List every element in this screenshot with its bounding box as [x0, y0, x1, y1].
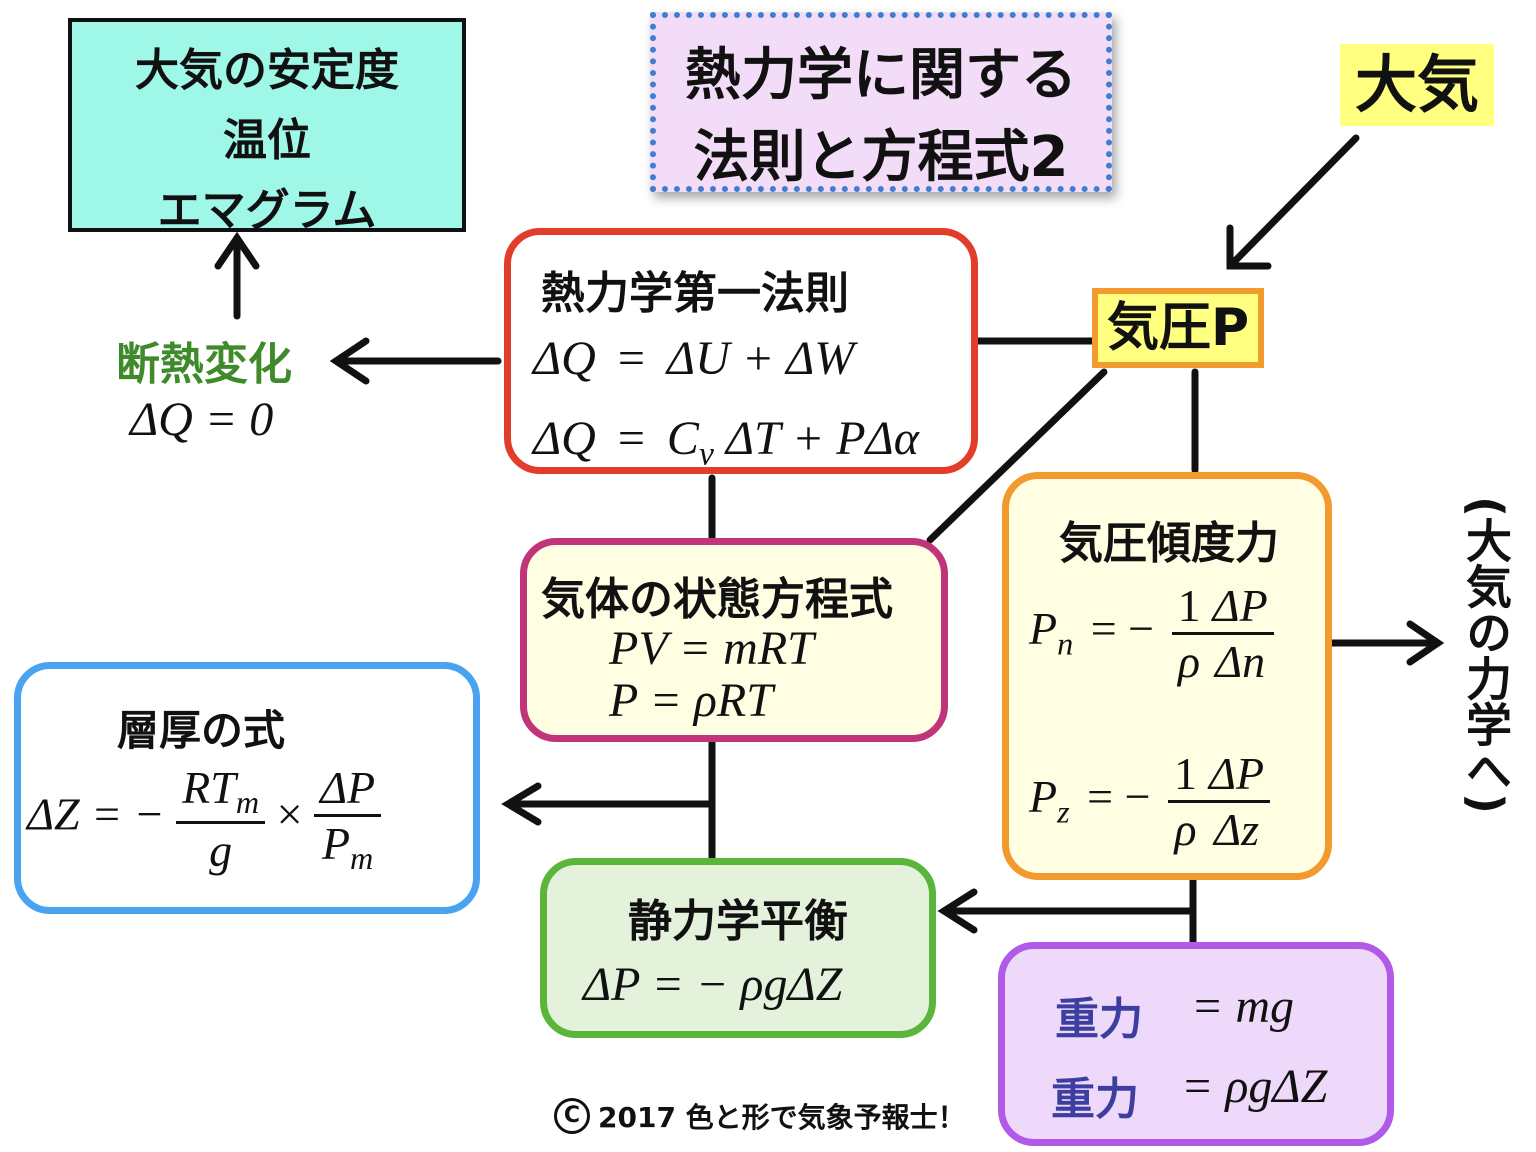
- gravity-row2-label: 重力: [1051, 1074, 1139, 1125]
- thickness-f2-den-sub: m: [350, 840, 374, 877]
- first-law-eq2-rhs: ΔT + PΔα: [725, 412, 919, 465]
- hydrostatic-title: 静力学平衡: [628, 896, 848, 947]
- atmosphere-arrow-head: [1226, 224, 1272, 270]
- thickness-f2-den-wrap: Pm: [314, 814, 382, 877]
- pgf-eq2-frac2: ΔP Δz: [1203, 747, 1271, 856]
- first-law-eq1-eq: =: [617, 332, 645, 385]
- thickness-f1-num: RT: [182, 762, 236, 813]
- title-line1: 熱力学に関する: [685, 43, 1077, 108]
- pgf-eq2-lhs-sub: z: [1057, 793, 1070, 830]
- pressure-gaslaw-line: [926, 368, 1108, 544]
- pgf-eq1: Pn = − 1 ρ ΔP Δn: [1029, 579, 1274, 688]
- first-law-eq2-c: C: [666, 412, 699, 465]
- to-adiabatic-head: [329, 337, 370, 385]
- stability-box: 大気の安定度 温位 エマグラム: [68, 18, 466, 236]
- pgf-eq1-lhs: P: [1029, 603, 1058, 655]
- atmosphere-label: 大気: [1340, 44, 1494, 126]
- hydrostatic-box: 静力学平衡 ΔP = − ρgΔZ: [540, 858, 936, 1038]
- adiabatic-eq: ΔQ = 0: [130, 393, 274, 446]
- title-box: 熱力学に関する 法則と方程式2: [650, 12, 1112, 192]
- pgf-eq2-lhs: P: [1029, 771, 1058, 823]
- thickness-f1-den: g: [176, 821, 266, 877]
- pgf-eq1-f2-den: Δn: [1206, 632, 1274, 688]
- pgf-eq1-lhs-sub: n: [1057, 625, 1074, 662]
- thickness-eq: ΔZ = − RTm g × ΔP Pm: [27, 761, 382, 877]
- pgf-box: 気圧傾度力 Pn = − 1 ρ ΔP Δn Pz = − 1 ρ ΔP Δz: [1002, 472, 1332, 880]
- first-law-title: 熱力学第一法則: [541, 268, 849, 319]
- to-hydro-head: [937, 888, 978, 934]
- thickness-times: ×: [276, 788, 303, 840]
- thickness-title: 層厚の式: [117, 706, 286, 755]
- pgf-eq2-f1-num: 1: [1174, 748, 1198, 799]
- first-law-eq1: ΔQ = ΔU + ΔW: [533, 331, 854, 386]
- gravity-row1-label: 重力: [1055, 994, 1143, 1045]
- pgf-eq1-frac2: ΔP Δn: [1206, 579, 1274, 688]
- pgf-eq2-f2-num: ΔP: [1209, 748, 1265, 799]
- first-law-eq2: ΔQ = Cv ΔT + PΔα: [533, 411, 919, 474]
- pgf-eq1-eq: = −: [1090, 603, 1155, 655]
- atmosphere-arrow-line: [1230, 134, 1360, 266]
- gas-law-eq1: PV = mRT: [609, 622, 814, 675]
- pgf-eq2-f2-den: Δz: [1203, 800, 1271, 856]
- gas-law-title: 気体の状態方程式: [541, 574, 893, 625]
- thickness-f2-den: P: [321, 818, 351, 869]
- gravity-row2-eq: = ρgΔZ: [1181, 1060, 1328, 1113]
- gas-law-box: 気体の状態方程式 PV = mRT P = ρRT: [520, 538, 948, 742]
- pgf-eq2-frac1: 1 ρ: [1168, 747, 1204, 856]
- pgf-eq1-f2-num: ΔP: [1212, 580, 1268, 631]
- copyright-text: 2017 色と形で気象予報士！: [598, 1101, 966, 1134]
- pgf-eq2-f1-den: ρ: [1168, 800, 1204, 856]
- thickness-f1-num-wrap: RTm: [176, 761, 265, 821]
- first-law-eq2-lhs: ΔQ: [533, 412, 596, 465]
- thickness-f2-num: ΔP: [320, 762, 376, 813]
- pgf-eq1-f1-num: 1: [1177, 580, 1201, 631]
- thickness-f1-num-sub: m: [235, 784, 260, 821]
- pgf-title: 気圧傾度力: [1059, 518, 1279, 569]
- stability-line1: 大気の安定度: [135, 45, 399, 96]
- adiabatic-label: 断熱変化: [116, 339, 292, 390]
- to-dynamics-head: [1406, 620, 1445, 666]
- gravity-box: 重力 = mg 重力 = ρgΔZ: [998, 942, 1394, 1146]
- to-stability-head: [214, 231, 260, 270]
- hydrostatic-eq: ΔP = − ρgΔZ: [583, 958, 843, 1011]
- pressure-box: 気圧P: [1092, 288, 1264, 368]
- first-law-box: 熱力学第一法則 ΔQ = ΔU + ΔW ΔQ = Cv ΔT + PΔα: [504, 228, 978, 474]
- pgf-eq2-eq: = −: [1087, 771, 1151, 823]
- copyright-symbol: C: [554, 1098, 590, 1134]
- thickness-lhs: ΔZ = −: [27, 788, 165, 840]
- pgf-eq2: Pz = − 1 ρ ΔP Δz: [1029, 747, 1271, 856]
- first-law-eq2-eq: =: [617, 412, 645, 465]
- title-line2: 法則と方程式2: [693, 125, 1069, 190]
- thickness-box: 層厚の式 ΔZ = − RTm g × ΔP Pm: [14, 662, 480, 914]
- to-thickness-head: [501, 782, 542, 826]
- pgf-eq1-f1-den: ρ: [1171, 632, 1207, 688]
- first-law-eq1-lhs: ΔQ: [533, 332, 596, 385]
- stability-line2: 温位: [223, 115, 311, 166]
- dynamics-label: (大気の力学へ): [1459, 496, 1513, 815]
- thickness-frac2: ΔP Pm: [314, 761, 382, 877]
- first-law-eq2-c-sub: v: [698, 435, 714, 473]
- pgf-eq1-frac1: 1 ρ: [1171, 579, 1207, 688]
- stability-line3: エマグラム: [157, 185, 377, 236]
- gravity-row1-eq: = mg: [1191, 980, 1295, 1033]
- thickness-frac1: RTm g: [176, 761, 266, 877]
- first-law-eq1-rhs: ΔU + ΔW: [666, 332, 855, 385]
- gas-law-eq2: P = ρRT: [609, 674, 773, 727]
